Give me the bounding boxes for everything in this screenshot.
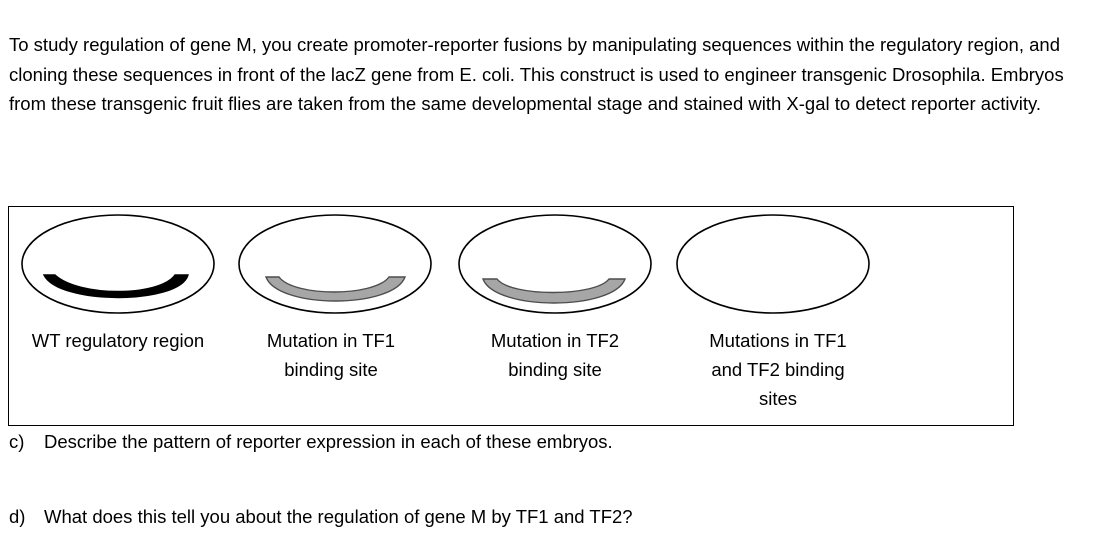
- question-label: d): [9, 506, 26, 527]
- question-label: c): [9, 431, 25, 452]
- embryo-outline: [21, 214, 215, 314]
- stain-band-gray: [264, 276, 407, 302]
- embryo-tf1-mutant: [238, 214, 432, 314]
- question-c: c) Describe the pattern of reporter expre…: [9, 430, 613, 454]
- embryo-figure: WT regulatory region Mutation in TF1 bin…: [8, 206, 1014, 426]
- caption-tf2-mutant: Mutation in TF2 binding site: [490, 330, 620, 380]
- caption-tf1-mutant: Mutation in TF1 binding site: [266, 330, 396, 380]
- embryo-tf2-mutant: [458, 214, 652, 314]
- caption-double-mutant: Mutations in TF1 and TF2 binding sites: [709, 330, 847, 409]
- caption-wt: WT regulatory region: [31, 330, 205, 351]
- embryo-wt: [21, 214, 215, 314]
- embryo-double-mutant: [676, 214, 870, 314]
- question-d: d) What does this tell you about the regu…: [9, 505, 633, 529]
- embryo-outline: [676, 214, 870, 314]
- question-text: What does this tell you about the regula…: [44, 506, 633, 527]
- stain-band-black: [42, 274, 189, 299]
- stain-band-gray: [481, 278, 627, 304]
- question-text: Describe the pattern of reporter express…: [44, 431, 613, 452]
- intro-paragraph: To study regulation of gene M, you creat…: [9, 34, 1064, 114]
- embryo-diagram: [21, 214, 870, 314]
